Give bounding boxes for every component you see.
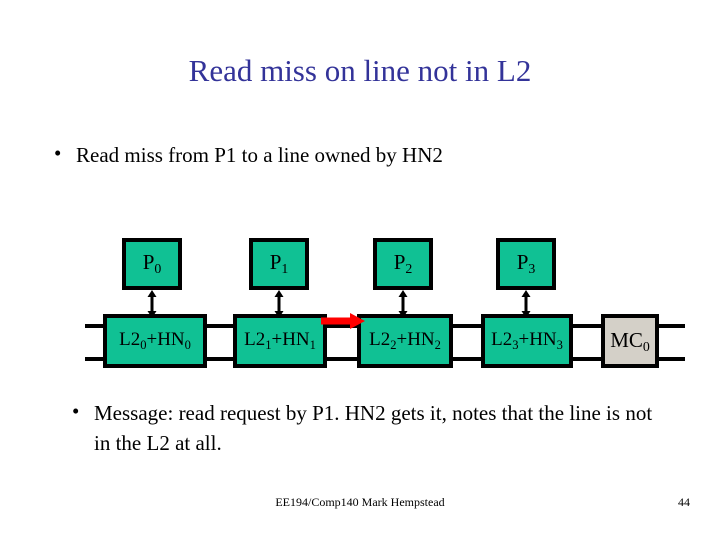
node-box-l2-hn-0[interactable]: L20+HN0 <box>103 314 207 368</box>
node-label-l2-hn-2: L22+HN2 <box>369 329 441 352</box>
memory-controller-box-mc0[interactable]: MC0 <box>601 314 659 368</box>
bullet-item-premise: • Read miss from P1 to a line owned by H… <box>54 140 674 170</box>
node-body-2 <box>361 328 449 354</box>
footer-credit: EE194/Comp140 Mark Hempstead <box>275 495 445 509</box>
connector-arrow-p1 <box>274 290 284 318</box>
bullet-text-message: Message: read request by P1. HN2 gets it… <box>94 401 653 455</box>
node-box-l2-hn-1[interactable]: L21+HN1 <box>233 314 327 368</box>
processor-box-p2[interactable]: P2 <box>373 238 433 290</box>
connector-arrow-p3 <box>521 290 531 318</box>
node-label-l2-hn-3: L23+HN3 <box>491 329 563 352</box>
node-body-3 <box>485 328 569 354</box>
node-body-1 <box>237 328 323 354</box>
node-label-l2-hn-1: L21+HN1 <box>244 329 316 352</box>
bullet-marker-icon-2: • <box>72 399 80 423</box>
memory-controller-body <box>605 328 655 354</box>
node-box-l2-hn-2[interactable]: L22+HN2 <box>357 314 453 368</box>
processor-label-p3: P3 <box>516 249 536 276</box>
node-box-l2-hn-3[interactable]: L23+HN3 <box>481 314 573 368</box>
processor-label-p1: P1 <box>269 249 289 276</box>
message-arrow-read-request <box>321 313 365 329</box>
processor-label-p2: P2 <box>393 249 413 276</box>
page-title: Read miss on line not in L2 <box>188 53 532 88</box>
node-label-l2-hn-0: L20+HN0 <box>119 329 191 352</box>
processor-box-p3[interactable]: P3 <box>496 238 556 290</box>
node-body-0 <box>107 328 203 354</box>
footer-page-number: 44 <box>678 495 690 509</box>
bullet-text-premise: Read miss from P1 to a line owned by HN2 <box>76 143 443 167</box>
memory-controller-label-mc0: MC0 <box>610 327 650 354</box>
processor-box-p1[interactable]: P1 <box>249 238 309 290</box>
connector-arrow-p2 <box>398 290 408 318</box>
processor-box-p0[interactable]: P0 <box>122 238 182 290</box>
processor-label-p0: P0 <box>142 249 162 276</box>
bullet-item-message: • Message: read request by P1. HN2 gets … <box>72 398 672 458</box>
bullet-marker-icon: • <box>54 141 62 165</box>
connector-arrow-p0 <box>147 290 157 318</box>
